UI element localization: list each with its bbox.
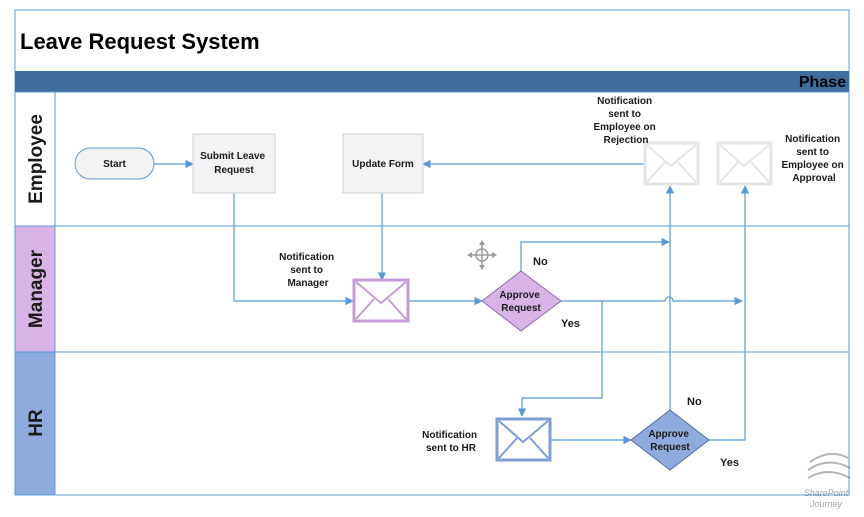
manager-notification-icon xyxy=(352,278,410,323)
hr-approve-decision: Approve Request xyxy=(630,409,710,471)
note-hr: Notification sent to HR xyxy=(422,430,480,454)
diagram-title: Leave Request System xyxy=(20,29,260,54)
submit-request-node: Submit Leave Request xyxy=(192,133,276,194)
hr-no-label: No xyxy=(687,396,702,408)
hr-approve-line2: Request xyxy=(650,442,690,453)
edge-hr-yes xyxy=(709,185,750,441)
edge-manager-yes xyxy=(517,301,603,417)
move-cursor-icon xyxy=(467,240,497,270)
watermark-line2: Journey xyxy=(809,499,843,509)
lane-hr xyxy=(54,351,850,496)
submit-label-line1: Submit Leave xyxy=(200,151,265,162)
note-manager: Notification sent to Manager xyxy=(279,252,337,289)
svg-text:Approve Request: Approve Request xyxy=(648,429,691,453)
hr-yes-label: Yes xyxy=(720,457,739,469)
svg-text:Submit Leave Request: Submit Leave Request xyxy=(200,151,268,176)
manager-no-label: No xyxy=(533,256,548,268)
manager-approve-decision: Approve Request xyxy=(481,270,562,332)
phase-label: Phase xyxy=(799,74,846,91)
lane-header-hr xyxy=(14,351,56,496)
hr-notification-icon xyxy=(495,417,552,462)
manager-yes-label: Yes xyxy=(561,318,580,330)
update-form-label: Update Form xyxy=(352,159,414,170)
submit-label-line2: Request xyxy=(214,165,254,176)
update-form-node: Update Form xyxy=(342,133,424,194)
approval-notification-icon xyxy=(716,141,773,186)
start-label: Start xyxy=(103,159,126,170)
watermark-line1: SharePoint xyxy=(804,488,849,498)
lane-label-manager: Manager xyxy=(26,249,47,328)
svg-text:Approve Request: Approve Request xyxy=(499,290,542,314)
edge-submit-notify-manager xyxy=(233,193,354,306)
manager-approve-line1: Approve xyxy=(499,290,540,301)
start-node: Start xyxy=(74,147,155,180)
lane-header-manager xyxy=(14,225,56,353)
sharepoint-journey-logo: SharePoint Journey xyxy=(804,452,851,509)
note-rejection: Notification sent to Employee on Rejecti… xyxy=(593,96,658,146)
rejection-notification-icon xyxy=(643,141,700,186)
lane-header-employee xyxy=(14,91,56,227)
manager-approve-line2: Request xyxy=(501,303,541,314)
note-approval: Notification sent to Employee on Approva… xyxy=(781,134,846,184)
lane-label-employee: Employee xyxy=(26,114,47,204)
phase-bar xyxy=(15,71,849,92)
edge-manager-right xyxy=(561,296,743,306)
hr-approve-line1: Approve xyxy=(648,429,689,440)
lane-label-hr: HR xyxy=(26,409,47,437)
edge-manager-no xyxy=(520,237,670,272)
